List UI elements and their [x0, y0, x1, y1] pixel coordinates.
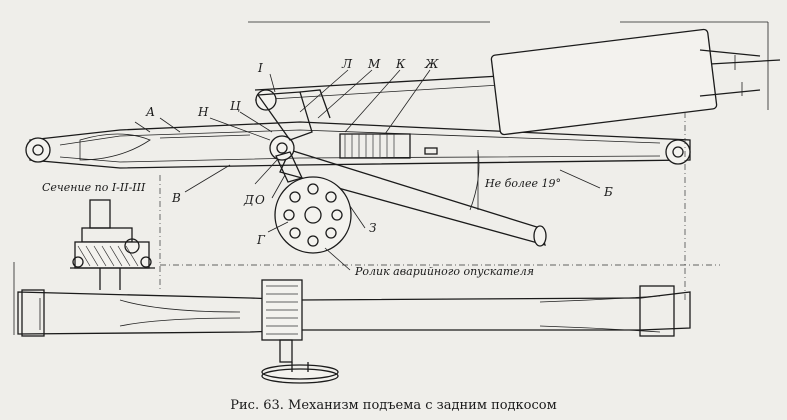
roller-label: Ролик аварийного опускателя — [355, 265, 535, 278]
pivot-assembly — [255, 89, 331, 161]
label-zh: Ж — [425, 57, 439, 71]
angle-label: Не более 19° — [485, 177, 561, 190]
label-g: Г — [257, 233, 265, 247]
leader-lines — [134, 69, 601, 271]
label-z: З — [369, 221, 377, 235]
label-a: А — [146, 105, 156, 119]
label-l: Л — [342, 57, 353, 71]
label-i: I — [258, 61, 263, 75]
label-b: Б — [604, 185, 613, 199]
label-m: М — [368, 57, 381, 71]
label-o: О — [255, 193, 265, 207]
section-view — [70, 199, 155, 290]
angle-dimension — [469, 150, 480, 211]
lower-strut — [279, 149, 547, 247]
emergency-roller — [274, 176, 352, 254]
cylinder-body — [490, 28, 761, 136]
upper-guide-line-2 — [254, 84, 501, 101]
roller-link — [275, 151, 303, 183]
label-k: К — [396, 57, 406, 71]
label-n: Н — [198, 105, 209, 119]
upper-trail-beam — [25, 121, 691, 169]
label-v: В — [172, 191, 181, 205]
spring-section — [339, 133, 438, 159]
label-d: Д — [244, 193, 254, 207]
figure-caption: Рис. 63. Механизм подъема с задним подко… — [230, 398, 557, 413]
label-ts: Ц — [230, 99, 241, 113]
lower-trail-plan — [17, 279, 691, 384]
section-label: Сечение по I-II-III — [42, 181, 146, 194]
